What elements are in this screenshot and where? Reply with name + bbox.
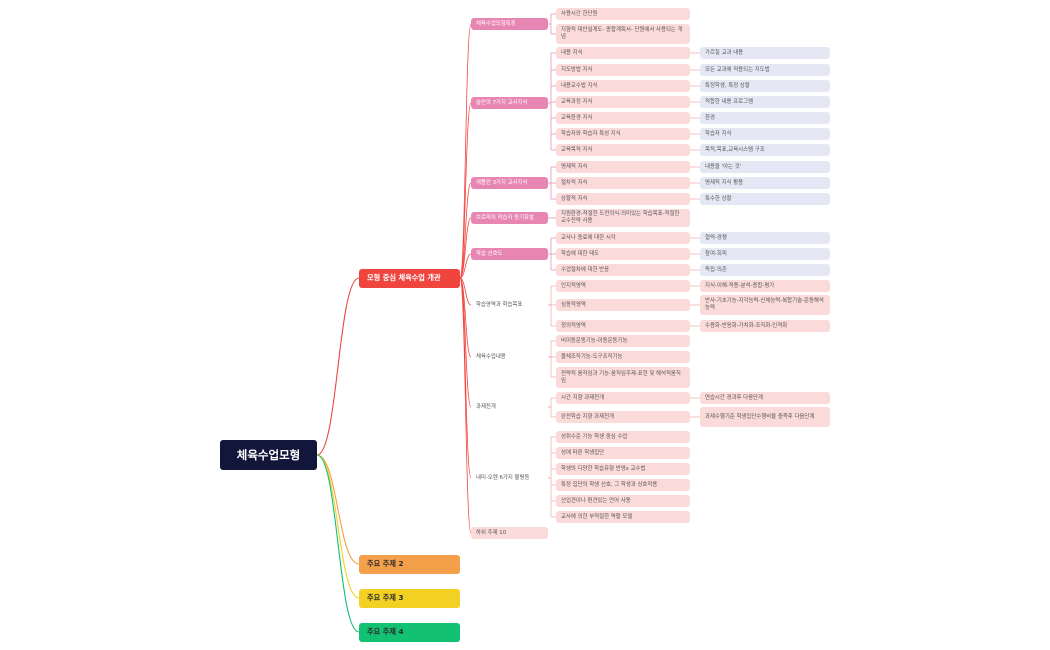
detail-item[interactable]: 지원환경-적절한 도전의식-의미있는 학습목표-적절한 교수전략 사용 <box>556 209 690 227</box>
description-item[interactable]: 수용화-반응화-가치화-조직화-인격화 <box>700 320 830 332</box>
subtopic-pe-content[interactable]: 체육수업내용 <box>476 353 506 360</box>
connector-line <box>459 102 472 279</box>
detail-item[interactable]: 교사에 의한 부적절한 역할 모델 <box>556 511 690 523</box>
connector-line <box>459 217 472 279</box>
connector-line <box>459 277 472 358</box>
connector-line <box>316 454 360 633</box>
detail-item[interactable]: 성취수준 기능 학생 중심 수업 <box>556 431 690 443</box>
description-item[interactable]: 학습자 지식 <box>700 128 830 140</box>
detail-item[interactable]: 지도방법 지식 <box>556 64 690 76</box>
detail-item[interactable]: 정의적영역 <box>556 320 690 332</box>
description-item[interactable]: 협력-경쟁 <box>700 232 830 244</box>
description-item[interactable]: 지식-이해-적용-분석-종합-평가 <box>700 280 830 292</box>
description-item[interactable]: 반사-기초기능-지각능력-신체능력-복합기술-운동해석능력 <box>700 295 830 315</box>
subtopic-learning-preference[interactable]: 학습 선호도 <box>471 248 548 260</box>
description-item[interactable]: 과제수행기준 학생집단수행비율 충족후 다음단계 <box>700 407 830 427</box>
subtopic-shulman-knowledge[interactable]: 슐만의 7가지 교사지식 <box>471 97 548 109</box>
description-item[interactable]: 목적,목표,교육시스템 구조 <box>700 144 830 156</box>
subtopic-brophy-motivation[interactable]: 브로피의 학습자 동기유발 <box>471 212 548 224</box>
detail-item[interactable]: 지향적 대안설계도- 종합계획서- 단원에서 사용되는 개념 <box>556 24 690 44</box>
description-item[interactable]: 특수한 상황 <box>700 193 830 205</box>
detail-item[interactable]: 심동적영역 <box>556 299 690 311</box>
connector-line <box>459 277 472 306</box>
detail-item[interactable]: 내용 지식 <box>556 47 690 59</box>
detail-item[interactable]: 내용교수법 지식 <box>556 80 690 92</box>
connector-line <box>459 277 472 479</box>
connector-line <box>316 277 360 456</box>
description-item[interactable]: 명제적 지식 활용 <box>700 177 830 189</box>
main-topic-3[interactable]: 주요 주제 3 <box>359 589 460 608</box>
detail-item[interactable]: 시간 지향 과제전개 <box>556 392 690 404</box>
detail-item[interactable]: 사용시간 한단원 <box>556 8 690 20</box>
detail-item[interactable]: 인지적영역 <box>556 280 690 292</box>
detail-item[interactable]: 학생의 다양한 학습유형 반영x 교수법 <box>556 463 690 475</box>
detail-item[interactable]: 완전학습 지향 과제전개 <box>556 411 690 423</box>
detail-item[interactable]: 교육목적 지식 <box>556 144 690 156</box>
main-topic-model-overview[interactable]: 모형 중심 체육수업 개관 <box>359 269 460 288</box>
subtopic-learning-domains[interactable]: 학습영역과 학습목표 <box>476 301 523 308</box>
description-item[interactable]: 특정학생, 특정 상황 <box>700 80 830 92</box>
subtopic-task-progression[interactable]: 과제전개 <box>476 403 496 410</box>
detail-item[interactable]: 전략적 움직임과 기능-움직임주제-표현 및 해석적움직임 <box>556 367 690 388</box>
main-topic-4[interactable]: 주요 주제 4 <box>359 623 460 642</box>
detail-item[interactable]: 교육과정 지식 <box>556 96 690 108</box>
detail-item[interactable]: 특정 집단의 학생 선호, 그 학생과 상호작용 <box>556 479 690 491</box>
detail-item[interactable]: 학습자와 학습자 특성 지식 <box>556 128 690 140</box>
detail-item[interactable]: 절차적 지식 <box>556 177 690 189</box>
detail-item[interactable]: 학습에 대한 태도 <box>556 248 690 260</box>
description-item[interactable]: 연습시간 경과후 다음단계 <box>700 392 830 404</box>
connector-line <box>316 454 360 599</box>
root-topic[interactable]: 체육수업모형 <box>220 440 317 470</box>
description-item[interactable]: 내용을 '아는 것' <box>700 161 830 173</box>
connector-line <box>459 182 472 279</box>
detail-item[interactable]: 교육환경 지식 <box>556 112 690 124</box>
subtopic-10[interactable]: 하위 주제 10 <box>471 527 548 539</box>
description-item[interactable]: 환경 <box>700 112 830 124</box>
main-topic-2[interactable]: 주요 주제 2 <box>359 555 460 574</box>
detail-item[interactable]: 물체조작기능-도구조작기능 <box>556 351 690 363</box>
detail-item[interactable]: 성에 따른 학생집단 <box>556 447 690 459</box>
description-item[interactable]: 참여-회피 <box>700 248 830 260</box>
subtopic-model-features[interactable]: 체육수업모형특징 <box>471 18 548 30</box>
description-item[interactable]: 독립-의존 <box>700 264 830 276</box>
subtopic-six-inequities[interactable]: 내미-오렌 6가지 불평등 <box>476 474 530 481</box>
detail-item[interactable]: 교사나 동료에 대한 시각 <box>556 232 690 244</box>
description-item[interactable]: 모든 교과에 적용되는 지도법 <box>700 64 830 76</box>
detail-item[interactable]: 상황적 지식 <box>556 193 690 205</box>
description-item[interactable]: 가르칠 교과 내용 <box>700 47 830 59</box>
detail-item[interactable]: 선입견이나 편견있는 언어 사용 <box>556 495 690 507</box>
connector-line <box>459 277 472 408</box>
connector-line <box>459 253 472 279</box>
detail-item[interactable]: 비이동운동기능-이동운동기능 <box>556 335 690 347</box>
detail-item[interactable]: 수업절차에 대한 반응 <box>556 264 690 276</box>
connector-line <box>316 454 360 565</box>
detail-item[interactable]: 명제적 지식 <box>556 161 690 173</box>
description-item[interactable]: 적합한 내용 프로그램 <box>700 96 830 108</box>
subtopic-three-knowledge[interactable]: 캐틀런 3가지 교사지식 <box>471 177 548 189</box>
connector-line <box>459 23 472 279</box>
connector-line <box>459 277 472 534</box>
